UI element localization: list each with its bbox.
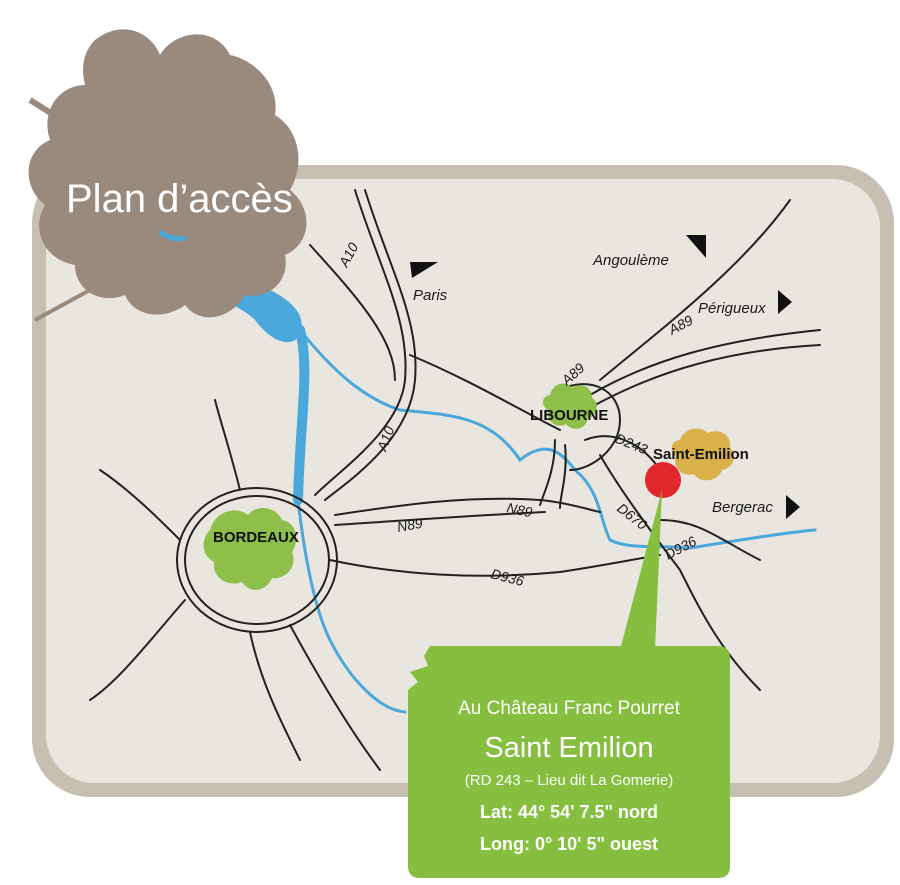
road-d936-east [659, 519, 761, 561]
city-label-libourne: LIBOURNE [530, 407, 608, 424]
saint-emilion-marker [645, 462, 681, 498]
road-label-n89-west: N89 [396, 515, 424, 535]
arrow-bergerac-icon [786, 495, 800, 519]
callout-address: (RD 243 – Lieu dit La Gomerie) [464, 772, 674, 789]
page-title: Plan d’accès [66, 177, 293, 221]
direction-label-paris: Paris [413, 287, 448, 304]
direction-label-bergerac: Bergerac [712, 499, 773, 516]
libourne-leaf-icon [542, 383, 597, 429]
leaf-vein [158, 229, 187, 242]
road-a89-east [589, 329, 821, 396]
callout-longitude: Long: 0° 10' 5" ouest [479, 834, 659, 854]
city-label-saint-emilion: Saint-Emilion [653, 446, 749, 463]
direction-label-perigueux: Périgueux [698, 300, 766, 317]
road-south-2 [289, 624, 381, 771]
city-label-bordeaux: BORDEAUX [213, 529, 299, 546]
arrow-angouleme-icon [686, 235, 706, 258]
road-a10-c [309, 244, 396, 381]
road-south-1 [249, 631, 301, 761]
arrow-paris-icon [410, 262, 438, 278]
road-label-d936-south: D936 [489, 565, 526, 589]
road-a89 [409, 354, 561, 431]
road-a10 [314, 189, 407, 496]
callout-box [408, 646, 730, 878]
road-a89-east-b [594, 344, 821, 406]
road-libourne-south-b [559, 444, 567, 509]
roads [89, 189, 821, 771]
leaf-stem-2 [34, 288, 91, 322]
road-d243 [584, 435, 661, 471]
saint-emilion-leaf-icon [671, 428, 735, 481]
road-west-2 [89, 599, 186, 701]
road-d936 [329, 554, 661, 577]
title-leaf-icon [28, 29, 307, 318]
road-label-n89-east: N89 [505, 499, 534, 520]
road-west-1 [99, 469, 181, 541]
location-callout: Au Château Franc Pourret Saint Emilion (… [408, 646, 730, 878]
road-n89 [334, 497, 601, 516]
callout-pointer [620, 490, 662, 650]
bordeaux-ring-road [176, 487, 338, 633]
callout-town: Saint Emilion [484, 732, 654, 764]
leaf-stem [28, 97, 112, 153]
direction-label-angouleme: Angoulème [592, 252, 669, 269]
road-libourne-loop [559, 383, 622, 471]
road-north-1 [214, 399, 241, 491]
road-n89-b [334, 511, 546, 526]
callout-chateau-name: Au Château Franc Pourret [458, 698, 680, 719]
road-angouleme [599, 199, 791, 381]
callout-latitude: Lat: 44° 54' 7.5" nord [479, 802, 659, 822]
road-a10-b [324, 189, 417, 501]
direction-arrows [410, 235, 800, 519]
arrow-perigueux-icon [778, 290, 792, 314]
bordeaux-leaf-icon [203, 508, 297, 590]
road-libourne-south [539, 439, 556, 506]
garonne-river [296, 498, 407, 714]
